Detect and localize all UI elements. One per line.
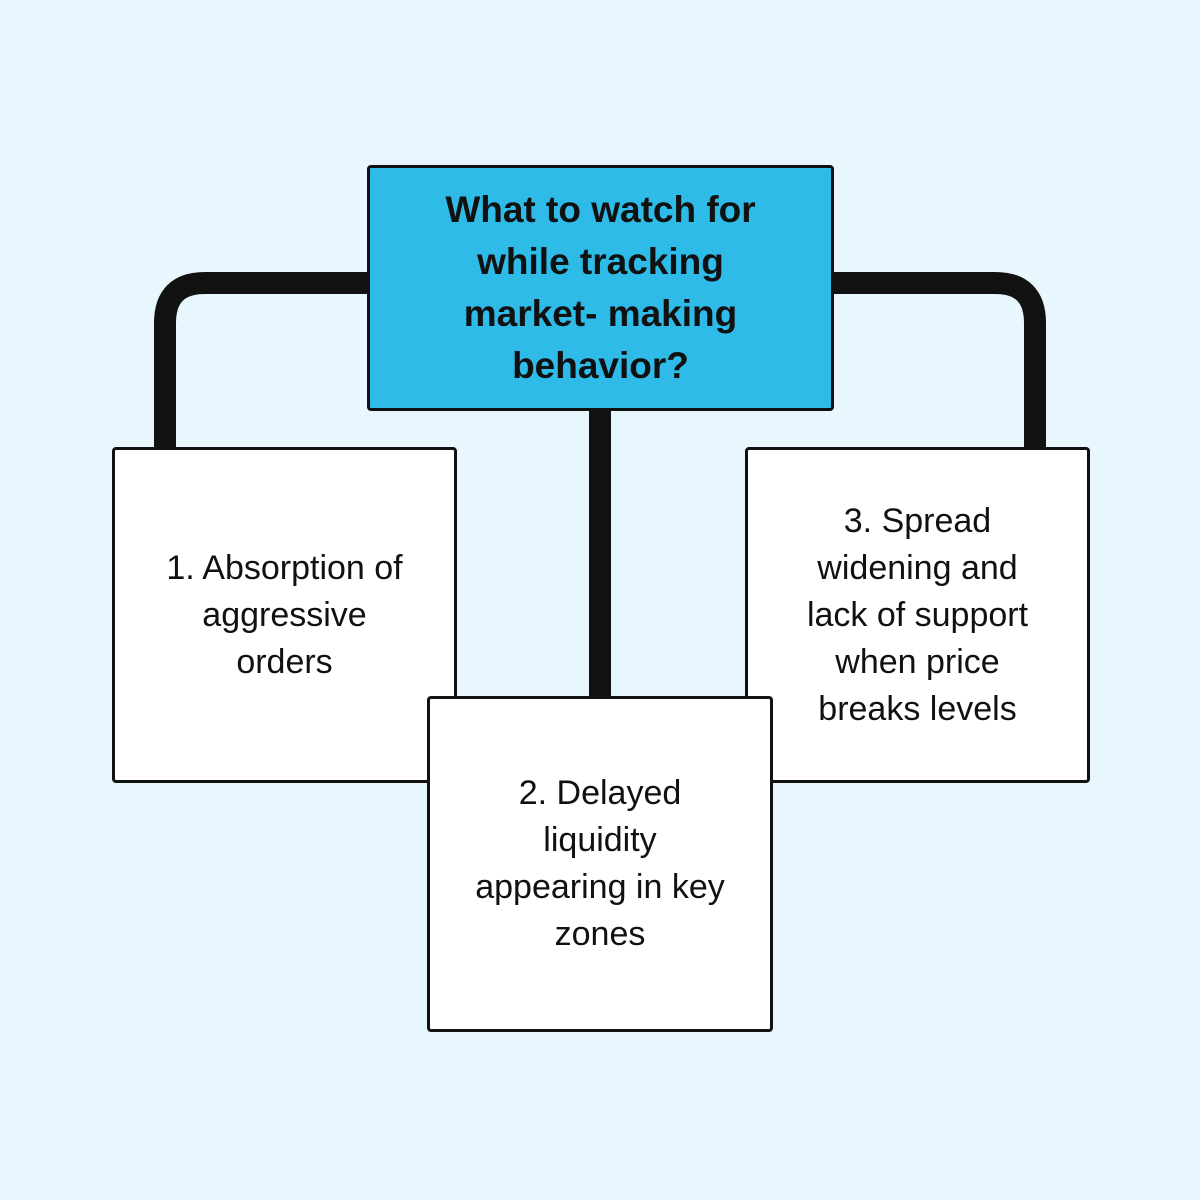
item-box-3: 3. Spread widening and lack of support w…: [745, 447, 1090, 783]
item-1-text: 1. Absorption of aggressive orders: [166, 548, 403, 681]
item-2-text: 2. Delayed liquidity appearing in key zo…: [475, 774, 725, 953]
central-topic-box: What to watch for while tracking market-…: [367, 165, 834, 411]
connector-right: [831, 272, 1046, 449]
item-3-text: 3. Spread widening and lack of support w…: [806, 501, 1029, 728]
item-box-1: 1. Absorption of aggressive orders: [112, 447, 457, 783]
central-topic-text: What to watch for while tracking market-…: [445, 189, 756, 386]
item-box-2: 2. Delayed liquidity appearing in key zo…: [427, 696, 773, 1032]
connector-left: [154, 272, 370, 449]
